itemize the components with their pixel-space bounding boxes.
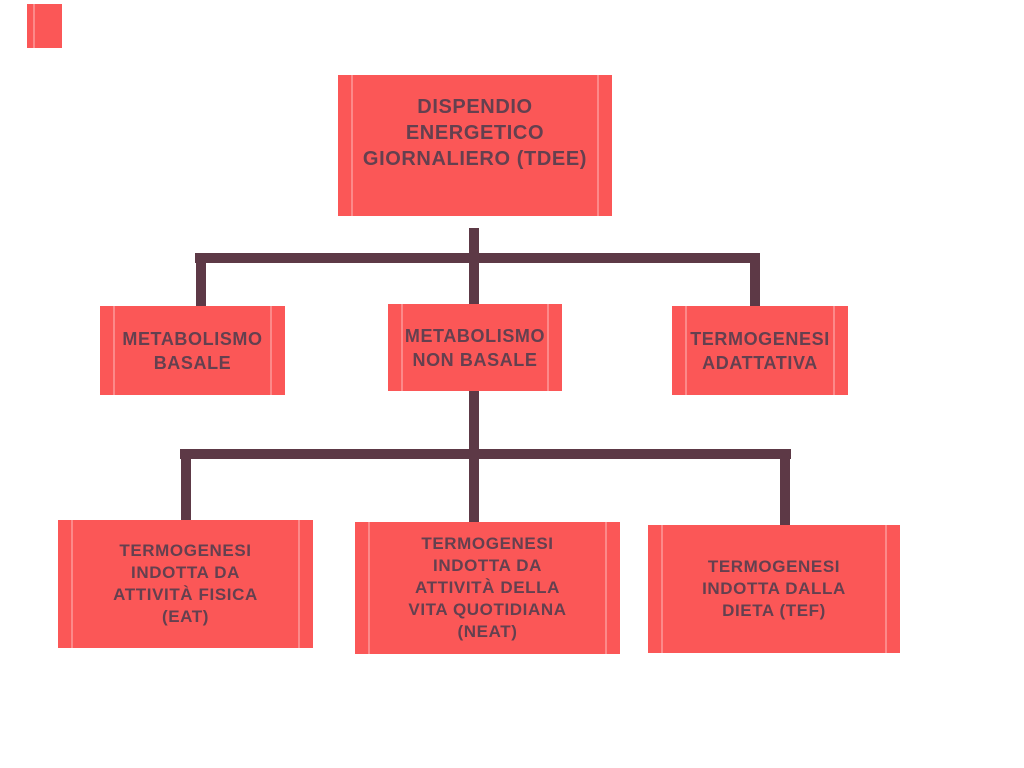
connector-level1-crossbar [195,253,760,263]
connector-to-eat [181,449,191,521]
corner-accent-shape [27,4,62,48]
node-eat: TERMOGENESI INDOTTA DA ATTIVITÀ FISICA (… [58,520,313,648]
node-neat: TERMOGENESI INDOTTA DA ATTIVITÀ DELLA VI… [355,522,620,654]
node-tdee-label: DISPENDIO ENERGETICO GIORNALIERO (TDEE) [362,95,588,170]
node-metabolismo-non-basale-label: METABOLISMO NON BASALE [404,325,546,370]
node-metabolismo-non-basale: METABOLISMO NON BASALE [388,304,562,391]
node-tdee: DISPENDIO ENERGETICO GIORNALIERO (TDEE) [338,75,612,216]
node-termogenesi-adattativa: TERMOGENESI ADATTATIVA [672,306,848,395]
connector-to-basale [196,253,206,308]
connector-to-adattativa [750,253,760,308]
node-termogenesi-adattativa-label: TERMOGENESI ADATTATIVA [690,328,830,373]
connector-level2-crossbar [180,449,791,459]
node-tef: TERMOGENESI INDOTTA DALLA DIETA (TEF) [648,525,900,653]
node-eat-label: TERMOGENESI INDOTTA DA ATTIVITÀ FISICA (… [113,541,258,626]
connector-to-tef [780,449,790,526]
node-neat-label: TERMOGENESI INDOTTA DA ATTIVITÀ DELLA VI… [408,534,567,641]
connector-tdee-stem [469,228,479,306]
node-metabolismo-basale: METABOLISMO BASALE [100,306,285,395]
node-metabolismo-basale-label: METABOLISMO BASALE [122,328,263,373]
node-tef-label: TERMOGENESI INDOTTA DALLA DIETA (TEF) [702,557,846,620]
